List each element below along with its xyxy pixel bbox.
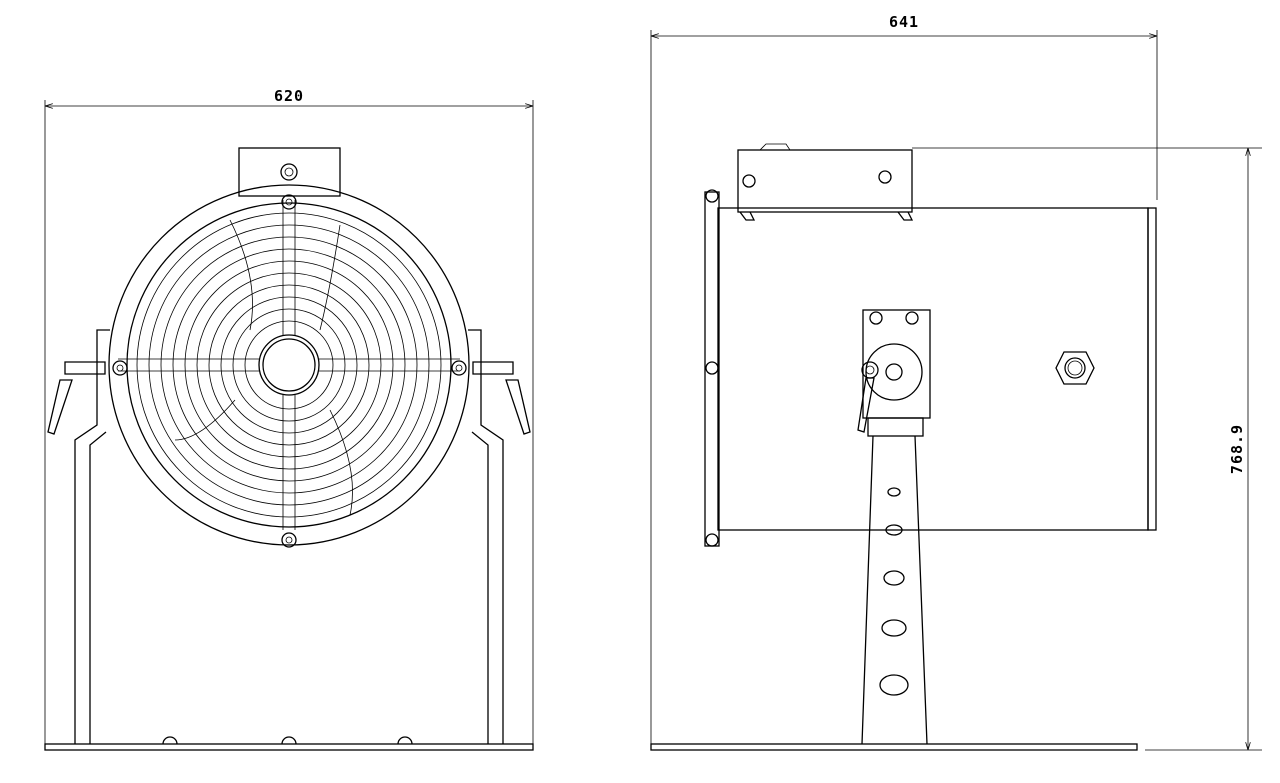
front-base-plate	[44, 736, 534, 751]
front-width-dimension: 620	[44, 87, 534, 750]
front-stand-legs	[47, 329, 531, 744]
housing-cylinder	[704, 189, 1157, 547]
cable-gland	[1055, 351, 1095, 385]
side-height-dimension: 768.9	[912, 147, 1262, 751]
side-width-label: 641	[889, 13, 919, 31]
side-width-dimension: 641	[650, 13, 1158, 750]
front-width-label: 620	[274, 87, 304, 105]
side-view: 641 768.9	[650, 13, 1262, 751]
side-base-plate	[650, 743, 1138, 751]
yoke-bracket	[857, 309, 931, 437]
front-junction-box	[238, 147, 341, 197]
stand-pole	[861, 435, 928, 745]
fan-guard	[108, 184, 470, 548]
side-height-label: 768.9	[1228, 424, 1246, 474]
side-junction-box	[737, 143, 914, 221]
front-view: 620	[44, 87, 534, 751]
